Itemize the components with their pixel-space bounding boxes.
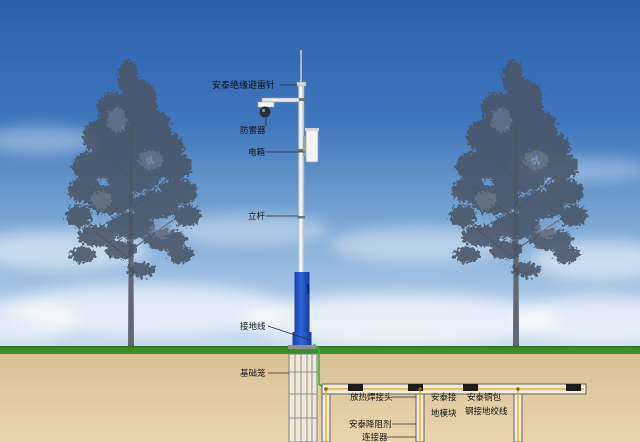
grass-edge [0, 346, 640, 348]
base-flange [288, 345, 316, 349]
label-copper-clad-line1: 安泰铜包 [467, 392, 502, 403]
electric-box-body [305, 129, 319, 163]
camera-dome [259, 106, 271, 118]
grass-strip [0, 346, 640, 354]
label-lightning-rod: 安泰绝缘避雷针 [212, 79, 275, 91]
vertical-channel-left [321, 389, 331, 442]
soil [0, 352, 640, 442]
label-surge-protector: 防雷器 [240, 125, 266, 136]
pole-base-collar [292, 332, 312, 346]
vertical-channel-right [513, 389, 523, 442]
label-electric-box: 电箱 [248, 147, 266, 158]
ground-modules [348, 384, 581, 391]
camera-housing [257, 101, 275, 108]
label-pole: 立杆 [248, 211, 266, 222]
pole-base [294, 272, 310, 334]
foundation-cage [288, 353, 318, 442]
pole [257, 50, 319, 349]
lightning-rod-insulator [296, 81, 307, 87]
junction-connectors [324, 387, 520, 391]
vertical-channel-middle [415, 389, 425, 442]
camera-arm [261, 97, 300, 103]
label-exothermic-joint: 放热焊接头 [350, 392, 393, 403]
base-access-door [307, 284, 310, 294]
ground-module-block [463, 384, 478, 391]
ground-module-block [348, 384, 363, 391]
pole-shaft [298, 85, 305, 275]
ground-trench [321, 383, 587, 395]
ground-module-block [408, 384, 423, 391]
leader-lines [265, 84, 416, 438]
label-connector: 连接器 [362, 432, 388, 442]
ground-module-block [566, 384, 581, 391]
label-resistance-agent: 安泰降阻剂 [349, 419, 392, 430]
label-copper-clad-line2: 钢接地绞线 [465, 406, 508, 417]
labels: 安泰绝缘避雷针 防雷器 电箱 立杆 接地线 基础笼 放热焊接头 安泰接 地模块 … [212, 79, 508, 442]
label-ground-module-line1: 安泰接 [431, 392, 457, 403]
electric-box-bracket [303, 136, 306, 156]
label-foundation-cage: 基础笼 [240, 368, 266, 379]
label-ground-module-line2: 地模块 [431, 408, 457, 419]
label-ground-wire: 接地线 [240, 321, 266, 332]
